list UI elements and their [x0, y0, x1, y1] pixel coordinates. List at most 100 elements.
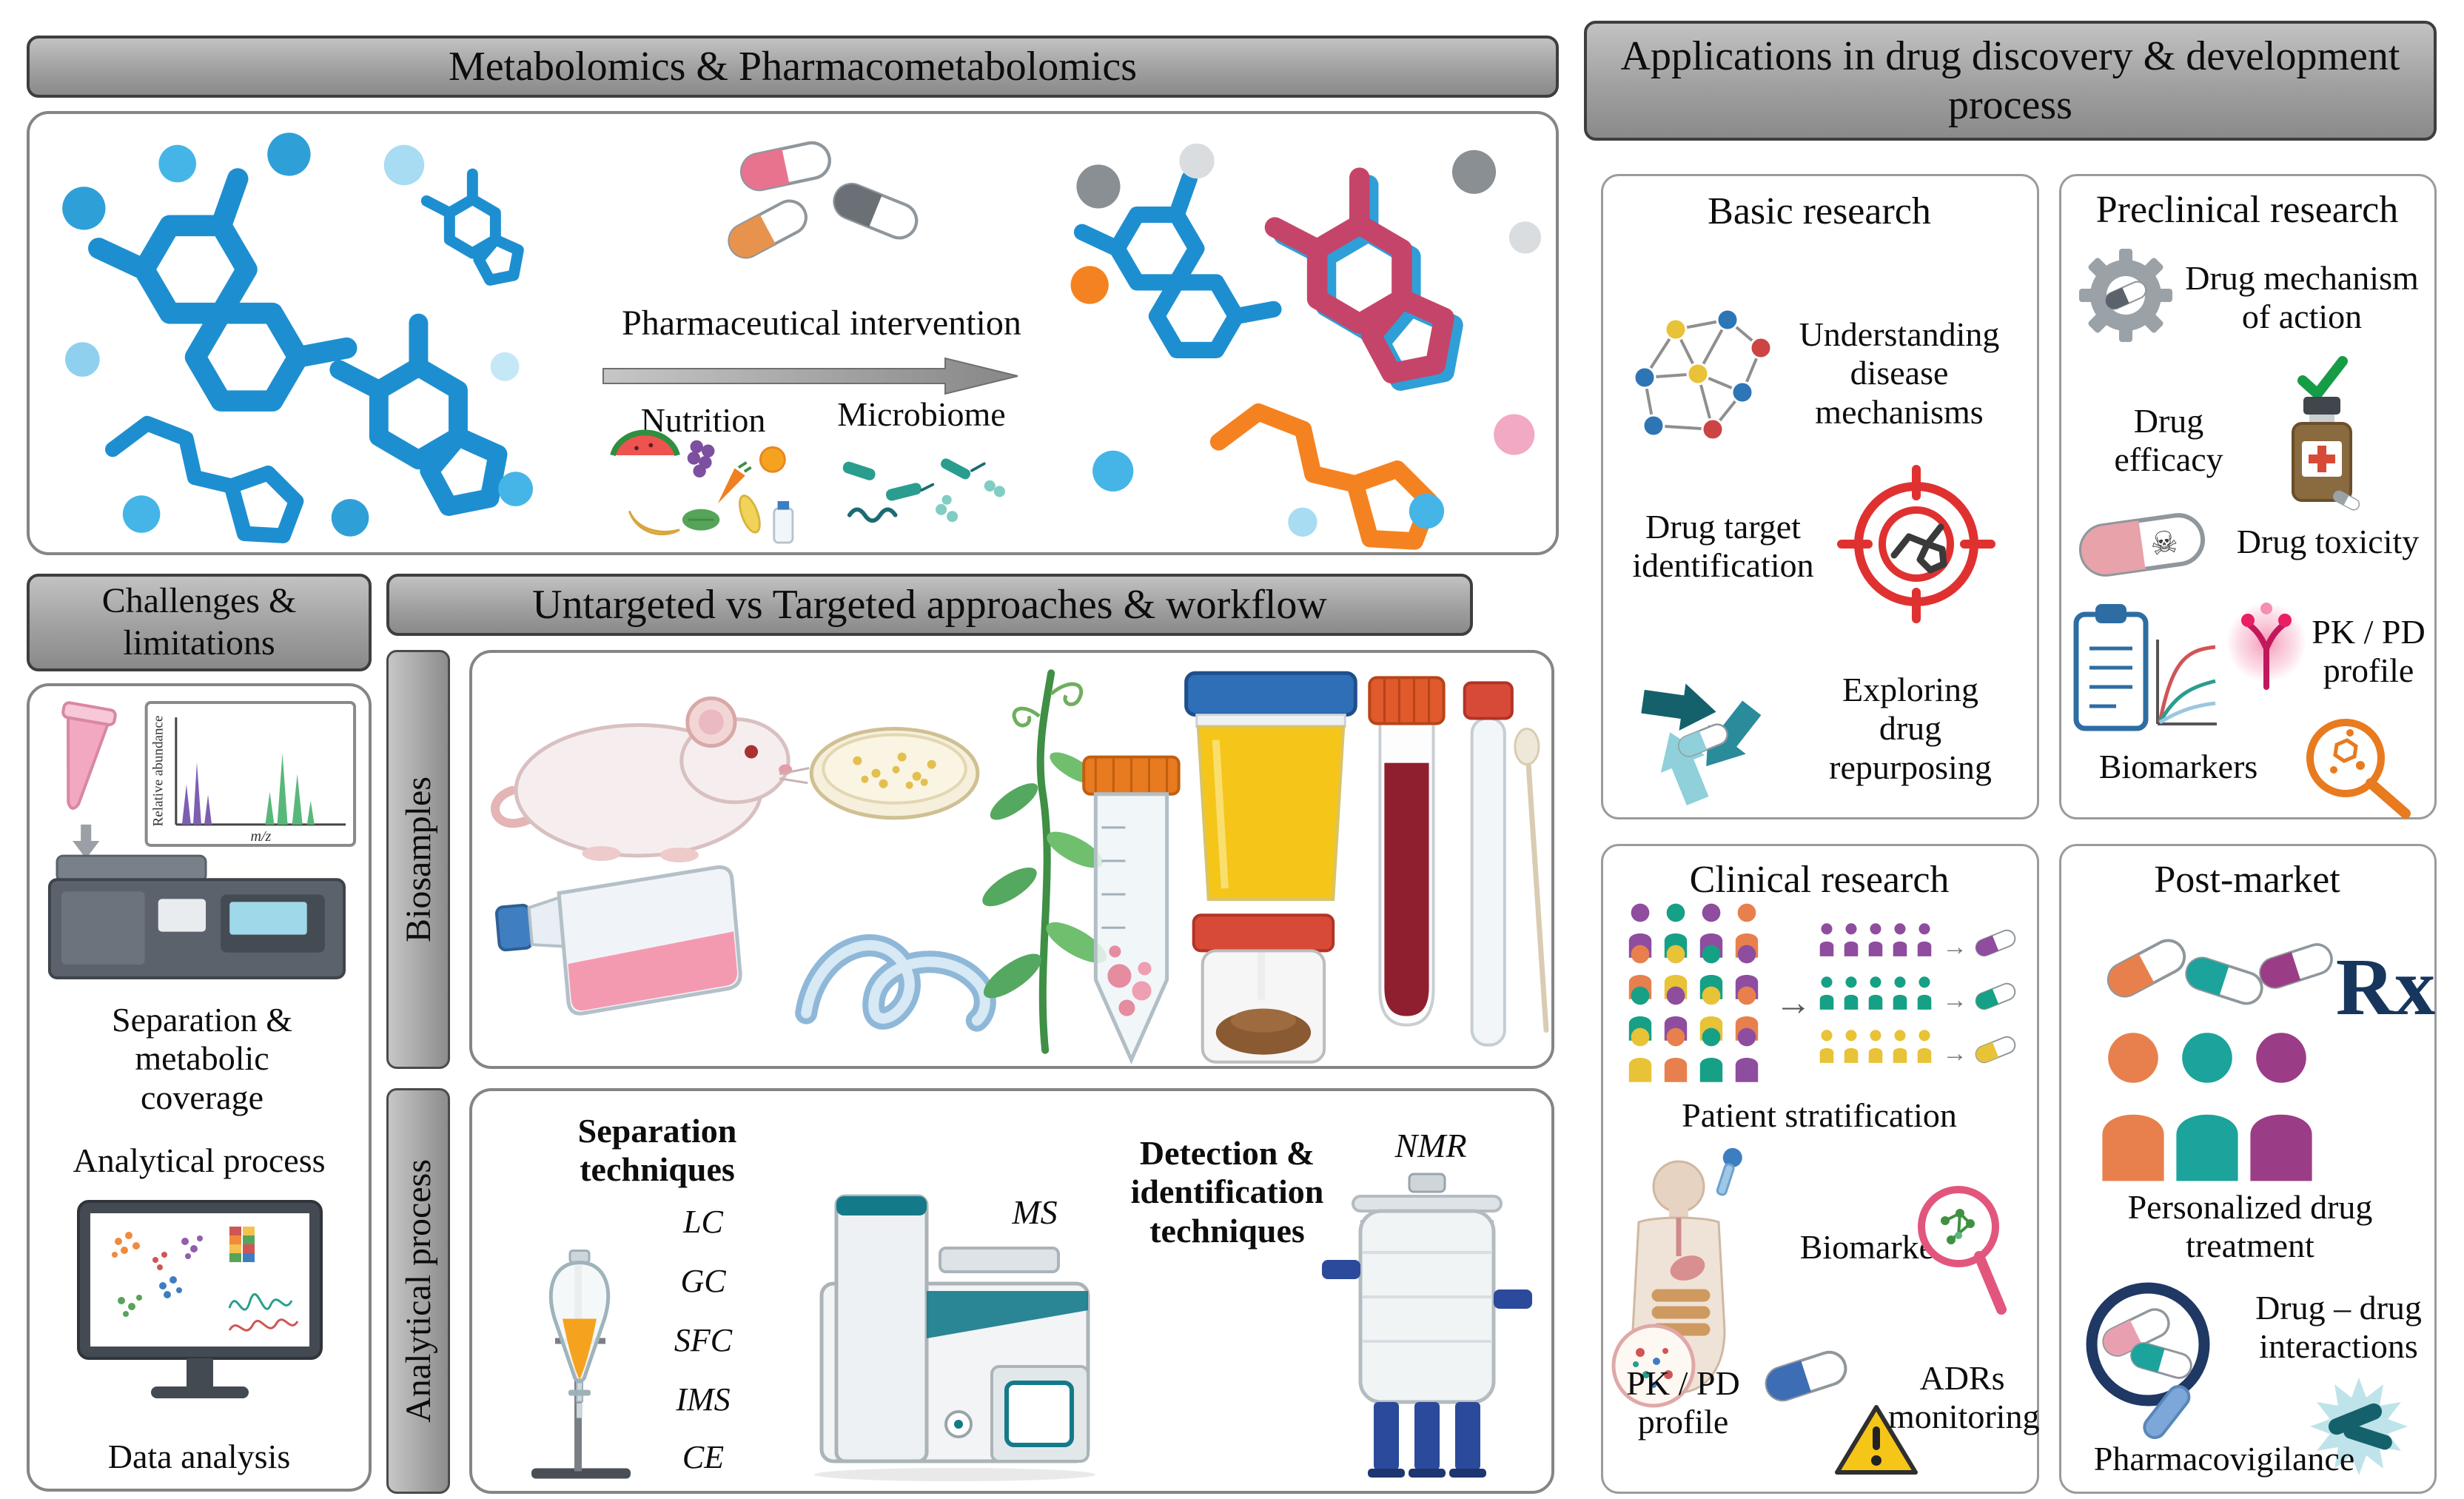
separatory-funnel-icon [531, 1250, 631, 1479]
plant-icon [982, 669, 1107, 1054]
metabolome-after-icon [1070, 143, 1542, 547]
pill-icon [1760, 1347, 1852, 1406]
separation-item-lc: LC [683, 1204, 723, 1240]
preclinical-item-biomarkers: Biomarkers [2098, 748, 2258, 785]
clinical-title: Clinical research [1689, 859, 1950, 901]
challenges-panel: Relative abundance m/z Separation & meta… [27, 683, 372, 1492]
clinical-research-panel: Clinical research → → → → Patient strati… [1601, 844, 2039, 1494]
group3-arrow-icon: → [1942, 1040, 1967, 1067]
biosamples-vertical-text: Biosamples [398, 777, 438, 942]
separation-item-ims: IMS [676, 1381, 731, 1418]
blood-tube-icon [1368, 676, 1446, 1027]
swab-icon [1463, 681, 1549, 1047]
separation-item-ce: CE [682, 1439, 725, 1475]
data-analysis-label: Data analysis [107, 1438, 291, 1475]
starburst-pills-icon [2310, 1378, 2408, 1475]
postmarket-item-interactions: Drug – drug interactions [2255, 1289, 2422, 1366]
analytical-panel: Separation techniques LC GC SFC IMS CE M… [469, 1088, 1554, 1494]
hplc-instrument-icon [47, 854, 346, 979]
post-market-panel: Post-market Rx Personalized drug treatme… [2059, 844, 2437, 1494]
spectrum-xlabel: m/z [250, 828, 271, 845]
pharmaceutical-intervention-label: Pharmaceutical intervention [622, 304, 1021, 343]
pink-magnifier-icon [1918, 1186, 2007, 1315]
postmarket-pills-icon [2095, 935, 2337, 1009]
postmarket-item-pharmacovigilance: Pharmacovigilance [2093, 1440, 2355, 1478]
magnifier-molecules-icon [2306, 719, 2411, 819]
pills-icon [696, 133, 947, 266]
down-arrow-icon [73, 824, 100, 859]
detection-techniques-label: Detection & identification techniques [1130, 1134, 1324, 1250]
postmarket-item-personalized: Personalized drug treatment [2127, 1188, 2373, 1265]
drug-interaction-magnifier-icon [2086, 1282, 2210, 1440]
receptor-glow-icon [2226, 603, 2306, 690]
nmr-label: NMR [1394, 1127, 1467, 1164]
header-applications: Applications in drug discovery & develop… [1584, 21, 2437, 141]
nmr-spectrometer-icon [1322, 1173, 1532, 1478]
separation-coverage-label: Separation & metabolic coverage [112, 1001, 292, 1116]
basic-item-repurposing: Exploring drug repurposing [1829, 671, 1992, 786]
analytical-vertical-label: Analytical process [386, 1088, 450, 1494]
stratified-group-3: → [1819, 1030, 2018, 1067]
header-metabolomics-text: Metabolomics & Pharmacometabolomics [448, 43, 1137, 90]
network-graph-icon [1633, 308, 1773, 441]
target-icon [1837, 465, 1995, 623]
clinical-item-pkpd: PK / PD profile [1626, 1364, 1740, 1441]
nutrition-label: Nutrition [640, 401, 766, 439]
culture-flask-icon [494, 865, 742, 1016]
intro-panel: Pharmaceutical intervention Nutrition Mi… [27, 111, 1559, 555]
ms-label: MS [1012, 1193, 1058, 1231]
stratify-arrow-icon: → [1775, 982, 1812, 1023]
separation-item-gc: GC [680, 1263, 726, 1299]
worm-icon [795, 934, 996, 1032]
metabolome-before-icon [62, 133, 533, 547]
preclinical-research-panel: Preclinical research Drug mechanism of a… [2059, 174, 2437, 819]
header-workflow: Untargeted vs Targeted approaches & work… [386, 574, 1473, 636]
medicine-bottle-icon [2292, 397, 2362, 513]
basic-item-disease-mechanisms: Understanding disease mechanisms [1799, 315, 2000, 431]
biosamples-panel [469, 650, 1554, 1069]
group2-arrow-icon: → [1942, 987, 1967, 1014]
petri-dish-icon [809, 727, 980, 820]
analytical-vertical-text: Analytical process [398, 1159, 438, 1423]
dropper-icon [1716, 1147, 1742, 1196]
falcon-tube-icon [1082, 755, 1181, 1064]
preclinical-item-efficacy: Drug efficacy [2114, 402, 2223, 479]
clinical-item-stratification: Patient stratification [1682, 1096, 1957, 1134]
rx-symbol: Rx [2335, 942, 2436, 1032]
preclinical-title: Preclinical research [2095, 189, 2399, 231]
biosamples-illustration [491, 669, 1549, 1064]
preclinical-item-pkpd: PK / PD profile [2312, 613, 2426, 690]
header-applications-text: Applications in drug discovery & develop… [1620, 33, 2400, 128]
intervention-arrow-icon [602, 357, 1018, 395]
mouse-icon [491, 696, 810, 863]
header-challenges-text: Challenges & limitations [101, 581, 297, 663]
food-icon [610, 429, 794, 544]
skull-icon: ☠ [2148, 523, 2181, 563]
biosamples-vertical-label: Biosamples [386, 650, 450, 1069]
basic-item-drug-target: Drug target identification [1632, 508, 1814, 585]
group1-arrow-icon: → [1942, 933, 1967, 961]
microbes-icon [842, 458, 1005, 523]
header-challenges: Challenges & limitations [27, 574, 372, 671]
gear-icon [2079, 249, 2172, 342]
analytical-process-label: Analytical process [73, 1141, 326, 1179]
stool-container-icon [1192, 913, 1335, 1064]
recycle-icon [1639, 678, 1770, 810]
spectrum-ylabel: Relative abundance [151, 716, 167, 827]
mass-spectrum-chart: Relative abundance m/z [144, 701, 357, 848]
sample-prep-icon: Relative abundance m/z [47, 701, 357, 979]
human-body-icon [1611, 1147, 1742, 1408]
basic-research-title: Basic research [1708, 190, 1931, 232]
separation-techniques-label: Separation techniques [577, 1112, 737, 1189]
postmarket-title: Post-market [2154, 859, 2340, 901]
monitor-icon [77, 1200, 323, 1398]
patient-crowd [1628, 903, 1759, 1082]
warning-triangle-icon [1835, 1405, 1918, 1475]
clinical-item-adrs: ADRs monitoring [1888, 1359, 2040, 1436]
preclinical-item-mechanism: Drug mechanism of action [2185, 259, 2419, 336]
basic-research-panel: Basic research Understanding disease mec… [1601, 174, 2039, 819]
microtube-icon [61, 701, 117, 810]
toxic-pill-icon: ☠ [2072, 511, 2220, 577]
preclinical-item-toxicity: Drug toxicity [2236, 523, 2420, 560]
